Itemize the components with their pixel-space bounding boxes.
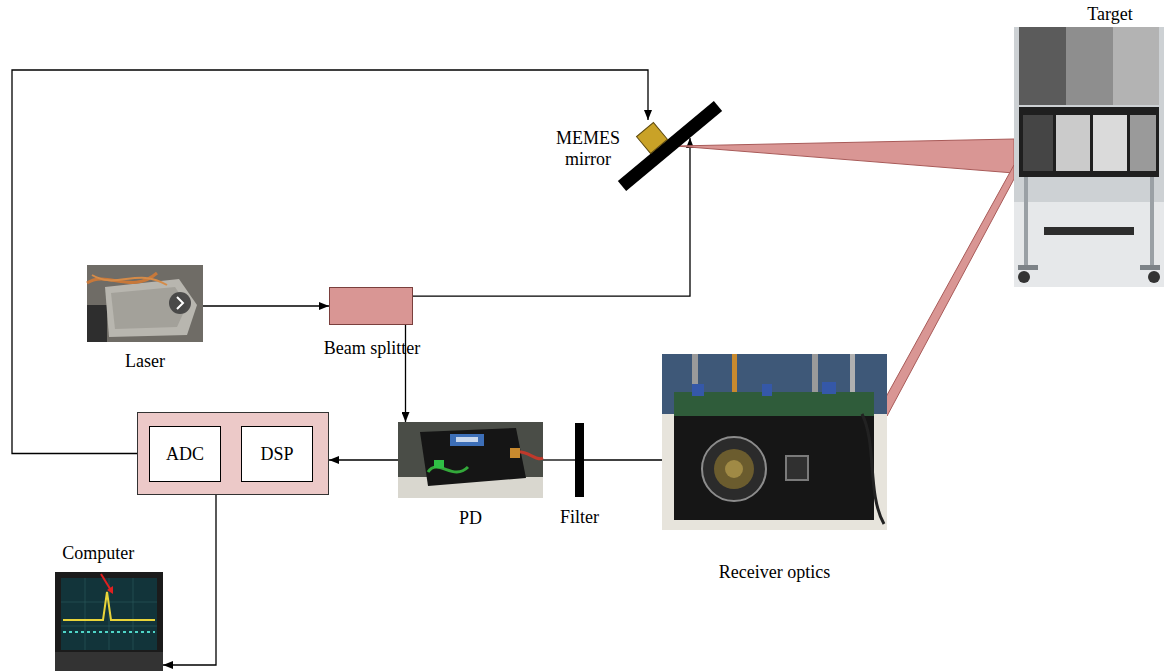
signal-line	[12, 70, 648, 454]
signal-line	[163, 495, 216, 665]
part-label: Filter	[560, 507, 599, 528]
part-label: Target	[1087, 4, 1132, 25]
target-photo	[1014, 27, 1164, 287]
processing-unit: ADC DSP	[137, 412, 329, 495]
computer-photo	[55, 572, 163, 671]
beam-splitter: Beam splitter	[329, 287, 413, 325]
signal-line	[543, 459, 575, 460]
optical-filter: Filter	[575, 423, 584, 497]
part-label: Computer	[62, 543, 134, 564]
photodetector-photo	[398, 422, 543, 498]
box-label: ADC	[166, 444, 204, 465]
part-label: Laser	[125, 351, 165, 372]
receiver-optics-photo	[662, 354, 887, 530]
part-label: Beam splitter	[324, 338, 420, 359]
signal-line	[203, 305, 329, 306]
dsp-box: DSP	[241, 426, 313, 482]
adc-box: ADC	[149, 426, 221, 482]
laser-beam	[881, 165, 1014, 416]
laser-source: Laser	[87, 265, 203, 342]
part-label: PD	[459, 508, 482, 529]
laser-photo	[87, 265, 203, 342]
box-label: DSP	[260, 444, 293, 465]
photodetector: PD	[398, 422, 543, 498]
computer: Computer	[55, 572, 163, 671]
laser-beam	[676, 139, 1014, 173]
mems-mirror: MEMES mirror	[618, 100, 722, 190]
part-label: MEMES mirror	[552, 128, 624, 169]
mems-mirror-symbol	[618, 100, 722, 190]
receiver-optics: Receiver optics	[662, 354, 887, 530]
signal-line	[329, 459, 398, 460]
target-photo-node: Target	[1014, 27, 1164, 287]
part-label: Receiver optics	[719, 562, 830, 583]
signal-line	[584, 459, 662, 460]
